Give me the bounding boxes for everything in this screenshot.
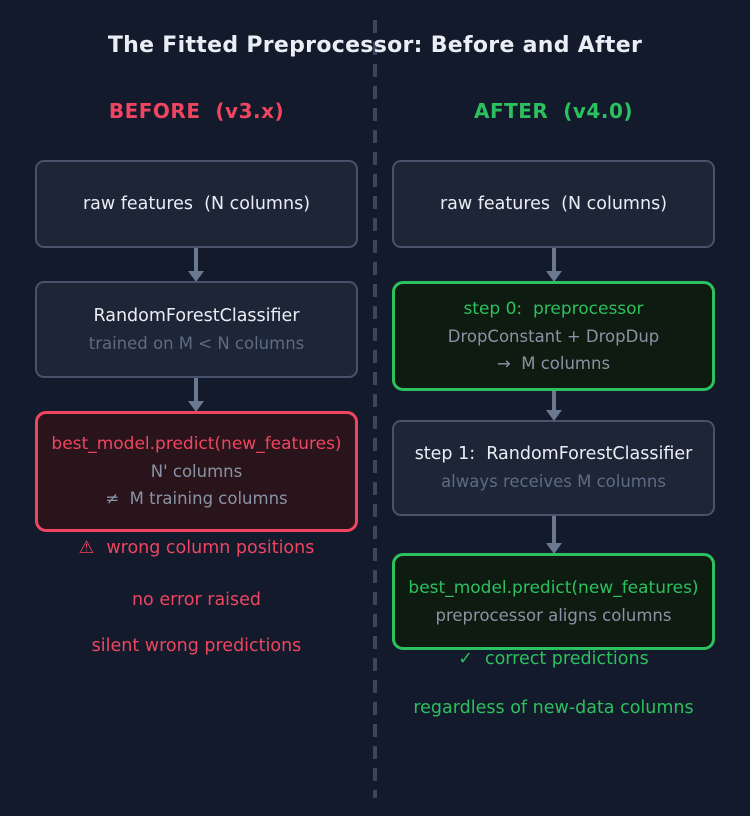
check-icon: ✓ — [458, 649, 473, 669]
step1-label: step 1: RandomForestClassifier — [414, 444, 693, 464]
before-predict-box: best_model.predict(new_features) N' colu… — [35, 411, 358, 532]
classifier-sublabel: trained on M < N columns — [88, 333, 305, 353]
arrow-stem — [552, 391, 556, 410]
down-arrow — [545, 391, 563, 421]
arrow-stem — [552, 516, 556, 543]
before-raw-features-box: raw features (N columns) — [35, 160, 358, 248]
predict-align-label: preprocessor aligns columns — [435, 605, 672, 625]
predict-columns-label: N' columns — [150, 462, 243, 481]
after-note-regardless: regardless of new-data columns — [413, 698, 694, 718]
step1-sublabel: always receives M columns — [441, 472, 666, 491]
after-preprocessor-step-box: step 0: preprocessor DropConstant + Drop… — [392, 281, 715, 391]
down-arrow — [545, 516, 563, 554]
down-arrow — [545, 248, 563, 282]
predict-call-label: best_model.predict(new_features) — [51, 434, 342, 454]
step0-output-label: → M columns — [496, 353, 611, 373]
arrow-stem — [552, 248, 556, 271]
down-arrow — [187, 378, 205, 412]
before-warning-note: ⚠ wrong column positions — [35, 538, 358, 558]
correct-predictions-text: correct predictions — [484, 649, 649, 669]
warning-icon: ⚠ — [78, 538, 95, 558]
arrow-stem — [194, 248, 198, 271]
raw-features-label: raw features (N columns) — [82, 193, 311, 214]
arrow-head — [546, 543, 562, 554]
classifier-label: RandomForestClassifier — [93, 305, 300, 326]
arrow-head — [546, 410, 562, 421]
arrow-head — [546, 271, 562, 282]
step0-transformers-label: DropConstant + DropDup — [447, 326, 660, 346]
column-divider — [373, 20, 377, 798]
arrow-stem — [194, 378, 198, 401]
before-classifier-box: RandomForestClassifier trained on M < N … — [35, 281, 358, 378]
before-note-silent-predictions: silent wrong predictions — [91, 636, 302, 656]
predict-call-label: best_model.predict(new_features) — [408, 577, 699, 598]
step0-label: step 0: preprocessor — [463, 298, 644, 319]
before-column-header: BEFORE (v3.x) — [108, 99, 285, 123]
after-column-header: AFTER (v4.0) — [473, 99, 634, 123]
diagram-title: The Fitted Preprocessor: Before and Afte… — [107, 33, 643, 58]
after-correct-predictions-note: ✓ correct predictions — [392, 649, 715, 669]
arrow-head — [188, 401, 204, 412]
predict-mismatch-label: ≠ M training columns — [105, 489, 288, 508]
warning-note-text: wrong column positions — [106, 538, 315, 558]
before-note-no-error: no error raised — [131, 590, 262, 610]
arrow-head — [188, 271, 204, 282]
after-raw-features-box: raw features (N columns) — [392, 160, 715, 248]
down-arrow — [187, 248, 205, 282]
after-classifier-step-box: step 1: RandomForestClassifier always re… — [392, 420, 715, 516]
after-predict-box: best_model.predict(new_features) preproc… — [392, 553, 715, 650]
raw-features-label: raw features (N columns) — [439, 193, 668, 214]
